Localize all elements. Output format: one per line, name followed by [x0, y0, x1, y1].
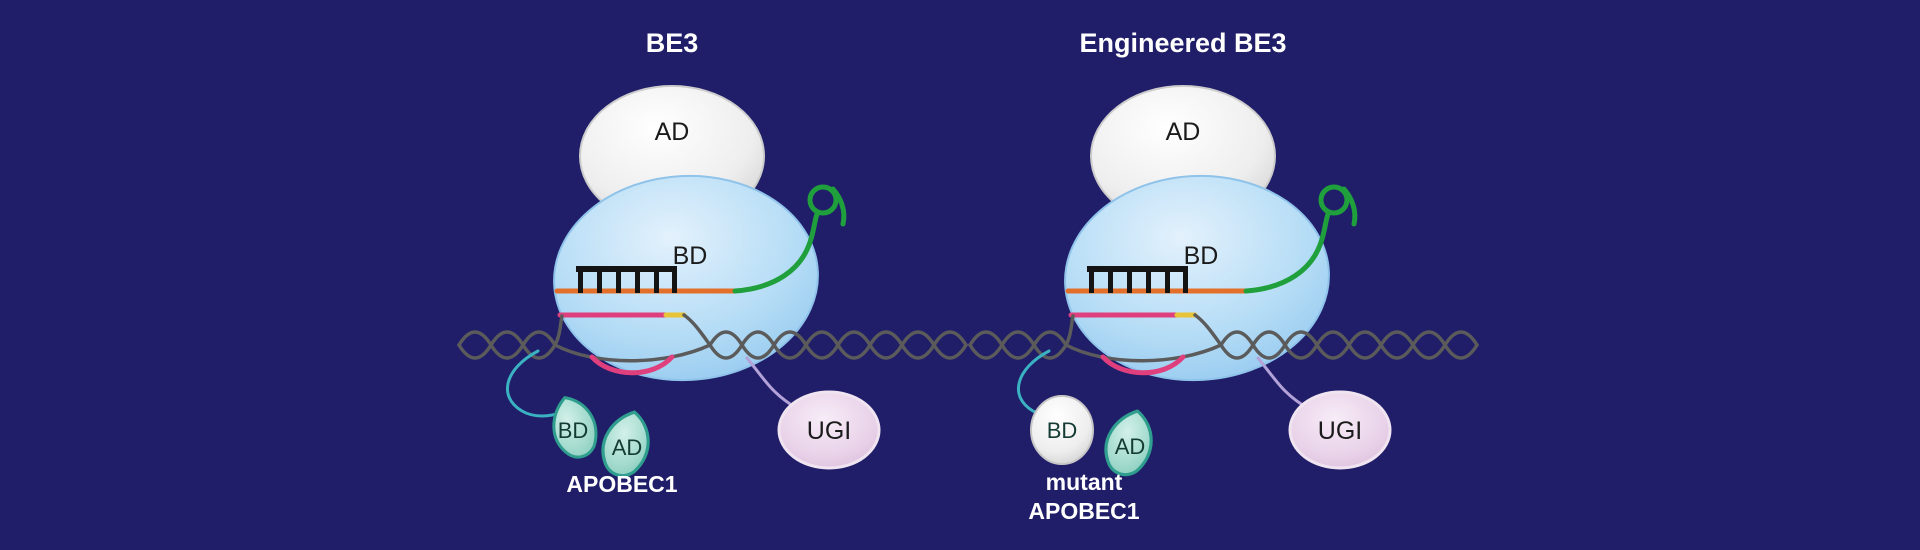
apobec-name: APOBEC1 [566, 471, 677, 497]
panel-engineered-be3: Engineered BE3 AD BD [968, 28, 1479, 524]
dna-double-helix [457, 313, 968, 363]
base-pair-tooth [1127, 272, 1132, 293]
dna-strand-2-left [457, 330, 557, 360]
sgrna-stem [732, 211, 820, 294]
ugi-label: UGI [1318, 417, 1362, 445]
sgrna-loop [807, 184, 839, 216]
dna-rloop-upper-right [682, 313, 712, 347]
sgrna-scaffold [1243, 184, 1358, 294]
dna-strand-1-left [968, 330, 1068, 360]
sgrna-tail [1341, 186, 1358, 227]
comb-bar [576, 266, 677, 272]
dna-double-helix [968, 313, 1479, 363]
cas9-bd-blob [553, 174, 819, 382]
apobec-linker-teal [505, 349, 564, 418]
sgrna-stem [1243, 211, 1331, 294]
apobec-ad-label: AD [1115, 434, 1146, 459]
cas9-bd-label: BD [1184, 242, 1219, 270]
base-pair-tooth [1183, 272, 1188, 293]
base-pair-tooth [1089, 272, 1094, 293]
base-pair-tooth [1146, 272, 1151, 293]
apobec-ad-leaf [601, 410, 650, 478]
apobec-bd-label: BD [1047, 418, 1078, 443]
displaced-strand-pink [1100, 354, 1186, 376]
cas9-ad-label: AD [1166, 118, 1201, 146]
base-pair-tooth [1165, 272, 1170, 293]
dna-rloop-lower [1064, 343, 1223, 363]
ugi-label: UGI [807, 417, 851, 445]
displaced-strand-pink [589, 354, 675, 376]
base-pair-comb [576, 266, 677, 293]
apobec-bd-mutant-blob [1030, 395, 1094, 465]
base-pair-tooth [1108, 272, 1113, 293]
panel-be3: BE3 AD BD [457, 28, 968, 497]
dna-rloop-upper-left [553, 314, 564, 347]
ugi-blob [1288, 390, 1392, 470]
base-pair-tooth [616, 272, 621, 293]
apobec-ad-leaf [1104, 409, 1153, 477]
base-pair-tooth [578, 272, 583, 293]
sgrna-tail [830, 186, 847, 227]
apobec-name-line2: APOBEC1 [1028, 498, 1139, 524]
panel-title: BE3 [646, 28, 699, 58]
dna-strand-2-left [968, 330, 1068, 360]
dna-rloop-upper-left [1064, 314, 1075, 347]
base-pair-tooth [654, 272, 659, 293]
dna-strand-2-right [708, 330, 968, 360]
dna-rloop-upper-right [1193, 313, 1223, 347]
base-pair-tooth [672, 272, 677, 293]
comb-bar [1087, 266, 1188, 272]
cas9-bd-blob [1064, 174, 1330, 382]
cas9-ad-label: AD [655, 118, 690, 146]
panel-title: Engineered BE3 [1079, 28, 1286, 58]
apobec-bd-leaf [552, 396, 598, 459]
dna-strand-2-right [1219, 330, 1479, 360]
apobec-bd-label: BD [558, 418, 589, 443]
apobec-name-line1: mutant [1046, 469, 1123, 495]
ugi-linker-lavender [745, 356, 800, 411]
dna-strand-1-left [457, 330, 557, 360]
dna-rloop-lower [553, 343, 712, 363]
sgrna-loop [1318, 184, 1350, 216]
base-pair-tooth [635, 272, 640, 293]
base-pair-comb [1087, 266, 1188, 293]
sgrna-scaffold [732, 184, 847, 294]
apobec-ad-label: AD [612, 435, 643, 460]
cas9-bd-label: BD [673, 242, 708, 270]
base-pair-tooth [597, 272, 602, 293]
ugi-linker-lavender [1256, 356, 1311, 411]
ugi-blob [777, 390, 881, 470]
